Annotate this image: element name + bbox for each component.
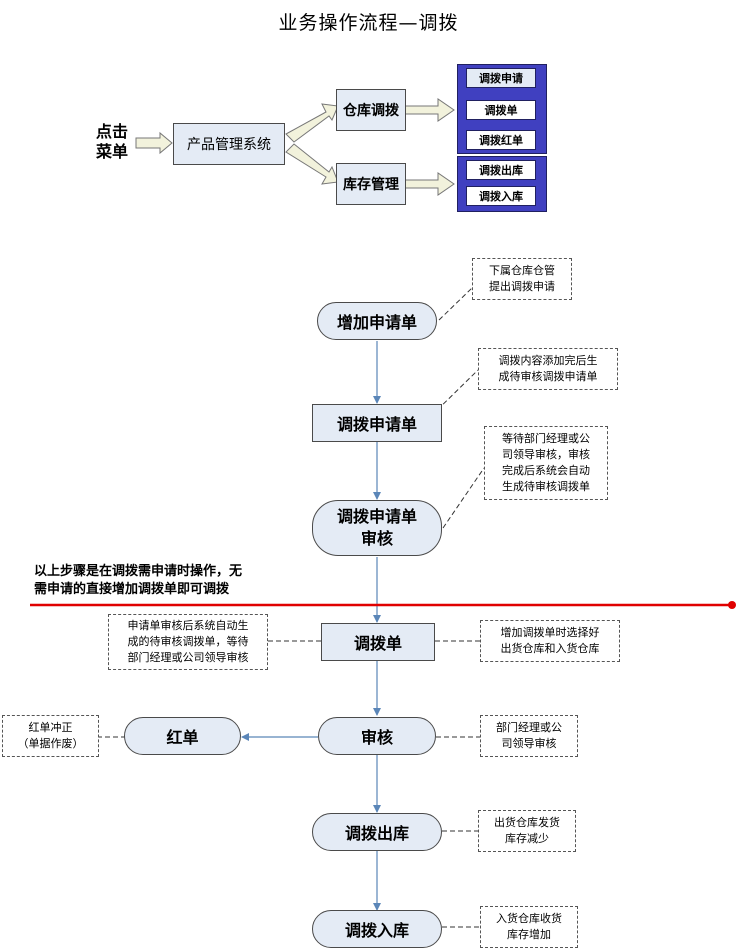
click-label-line1: 点击 [96,122,129,141]
node-request-review: 调拨申请单 审核 [312,500,442,556]
node-add-request: 增加申请单 [317,302,437,340]
node-transfer-in: 调拨入库 [312,910,442,948]
menu-item-transfer-request[interactable]: 调拨申请 [466,68,536,88]
node-request-review-line1: 调拨申请单 [336,507,417,526]
note-red-order-void: 红单冲正 （单据作废） [2,715,99,757]
note-await-review: 等待部门经理或公 司领导审核，审核 完成后系统会自动 生成待审核调拨单 [484,426,608,500]
separator-end-dot [728,601,736,609]
note-manager-review: 部门经理或公 司领导审核 [480,715,578,757]
click-label-line2: 菜单 [96,142,129,161]
note-inbound-increase: 入货仓库收货 库存增加 [480,906,578,948]
menu-item-transfer-in[interactable]: 调拨入库 [466,186,536,206]
node-request-review-line2: 审核 [360,529,393,548]
to-group1-arrow [403,98,455,122]
note-sub-warehouse: 下属仓库仓管 提出调拨申请 [472,258,572,300]
page-title: 业务操作流程—调拨 [278,12,459,34]
menu-item-transfer-out[interactable]: 调拨出库 [466,160,536,180]
note-request-generated: 调拨内容添加完后生 成待审核调拨申请单 [478,348,618,390]
branch-down-arrow [285,143,339,185]
flow-lines [241,341,381,911]
menu-item-transfer-order[interactable]: 调拨单 [466,100,536,120]
menu-arrows [135,98,455,196]
separator-text: 以上步骤是在调拨需申请时操作，无 需申请的直接增加调拨单即可调拨 [34,564,243,597]
product-system-box[interactable]: 产品管理系统 [173,123,285,165]
node-review: 审核 [318,717,436,755]
node-transfer-out: 调拨出库 [312,813,442,851]
note-outbound-decrease: 出货仓库发货 库存减少 [478,810,576,852]
click-menu-label: 点击 菜单 [96,122,128,162]
to-group2-arrow [403,172,455,196]
branch-up-arrow [285,103,339,143]
click-arrow [135,131,173,155]
warehouse-transfer-box[interactable]: 仓库调拨 [336,89,406,131]
node-transfer-order: 调拨单 [321,623,435,661]
node-red-order: 红单 [124,717,241,755]
menu-item-transfer-red-order[interactable]: 调拨红单 [466,130,536,150]
inventory-mgmt-box[interactable]: 库存管理 [336,163,406,205]
note-select-warehouses: 增加调拨单时选择好 出货仓库和入货仓库 [480,620,620,662]
note-auto-generated-order: 申请单审核后系统自动生 成的待审核调拨单，等待 部门经理或公司领导审核 [108,614,268,670]
node-transfer-request: 调拨申请单 [312,404,442,442]
